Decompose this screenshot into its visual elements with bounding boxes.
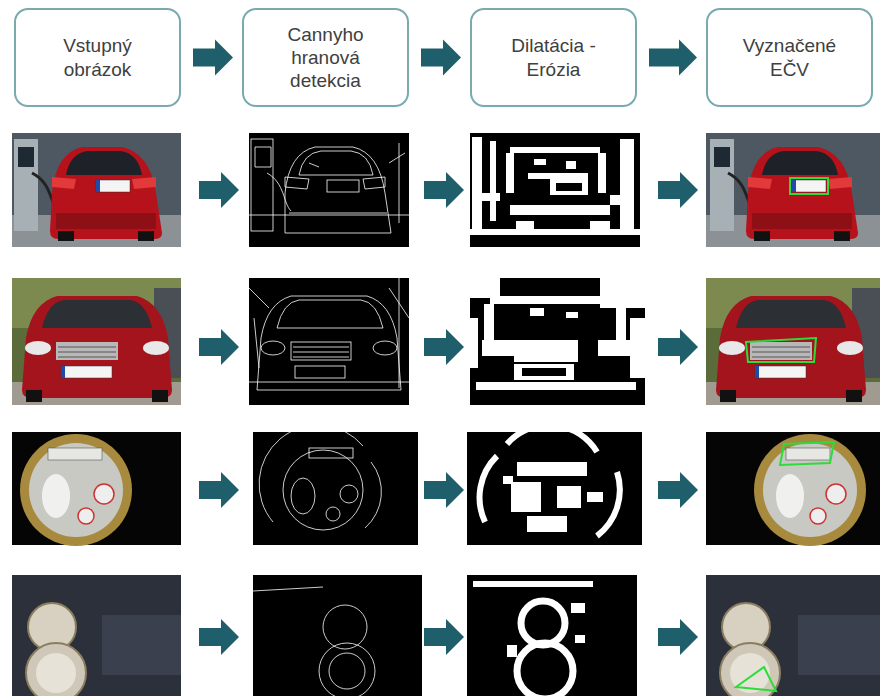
row-arrow	[199, 329, 239, 365]
row-arrow	[199, 619, 239, 655]
photo-car-front-marked	[706, 278, 880, 405]
process-box: Cannyho hranová detekcia	[242, 8, 409, 107]
flow-arrow	[421, 40, 461, 76]
morphology-car-rear	[470, 133, 640, 247]
photo-car-rear-marked	[706, 133, 880, 247]
morphology-car-front	[470, 278, 645, 405]
row-arrow	[424, 172, 464, 208]
process-box: Vstupný obrázok	[14, 8, 181, 107]
photo-car-front	[12, 278, 181, 405]
box-label: Vyznačené EČV	[726, 34, 854, 80]
row-arrow	[424, 472, 464, 508]
flow-arrow	[193, 40, 233, 76]
row-arrow	[199, 472, 239, 508]
row-arrow	[658, 472, 698, 508]
process-box: Dilatácia - Erózia	[470, 8, 637, 107]
box-label: Dilatácia - Erózia	[490, 34, 618, 80]
process-box: Vyznačené EČV	[706, 8, 873, 107]
photo-water-meter	[12, 432, 181, 546]
row-arrows	[199, 172, 698, 655]
photo-water-meter-marked	[706, 432, 880, 546]
photo-dark-meter-marked	[706, 575, 880, 696]
morphology-water-meter	[467, 425, 642, 545]
edges-water-meter	[253, 425, 418, 545]
row-arrow	[199, 172, 239, 208]
row-arrow	[658, 172, 698, 208]
row-arrow	[424, 619, 464, 655]
box-label: Cannyho hranová detekcia	[262, 23, 390, 93]
morphology-dark-meter	[467, 575, 637, 696]
edges-dark-meter	[253, 575, 422, 696]
row-arrow	[658, 329, 698, 365]
row-arrow	[658, 619, 698, 655]
edges-car-rear	[249, 133, 409, 247]
photo-car-rear	[12, 133, 181, 247]
row-arrow	[424, 329, 464, 365]
box-label: Vstupný obrázok	[34, 34, 162, 80]
edges-car-front	[249, 278, 409, 405]
flow-arrow	[649, 40, 697, 76]
photo-dark-meter	[12, 575, 181, 696]
